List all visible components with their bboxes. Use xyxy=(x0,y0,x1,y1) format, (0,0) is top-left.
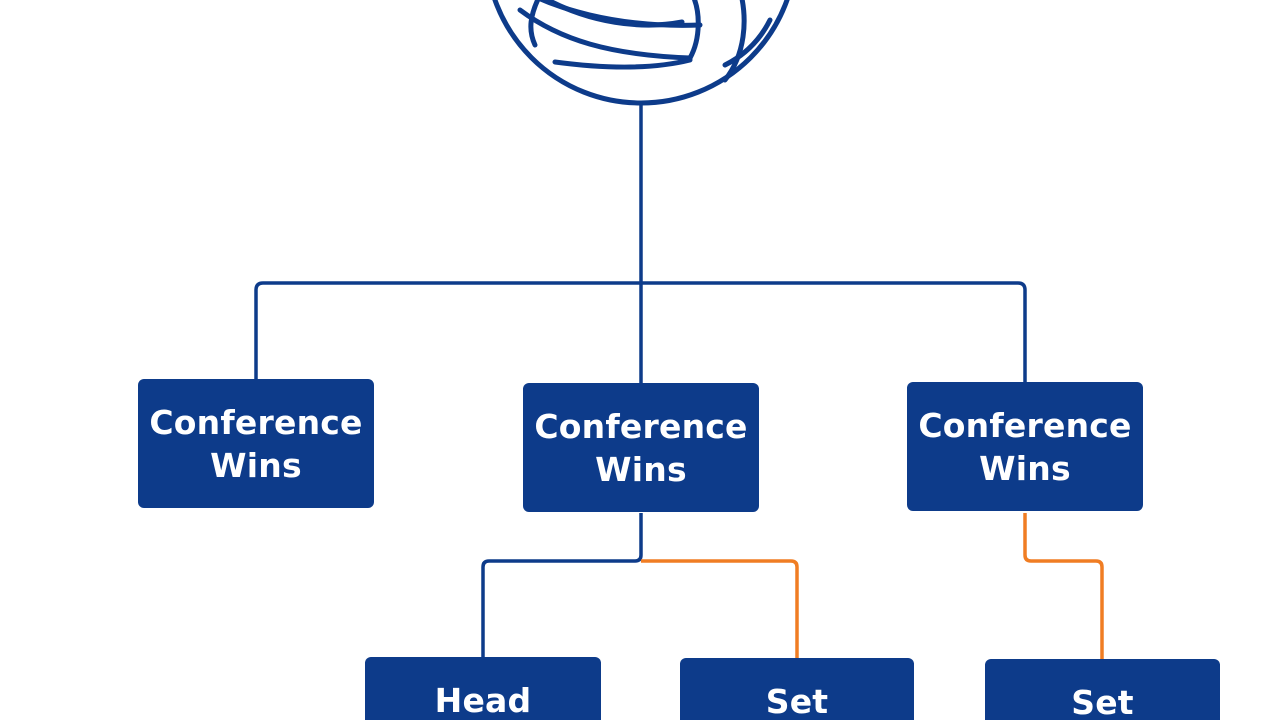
node-label: Set xyxy=(1071,683,1134,720)
connector-right-child xyxy=(1023,513,1104,660)
node-label-line2: Wins xyxy=(595,449,687,489)
node-head[interactable]: Head xyxy=(365,657,601,720)
connector-center-children xyxy=(481,513,799,658)
node-set-right[interactable]: Set xyxy=(985,659,1220,720)
node-label-line1: Conference xyxy=(918,405,1132,445)
node-label-line1: Conference xyxy=(534,406,748,446)
node-conference-wins-center[interactable]: Conference Wins xyxy=(523,383,759,512)
volleyball-icon xyxy=(492,0,790,106)
node-set-center[interactable]: Set xyxy=(680,658,914,720)
node-conference-wins-right[interactable]: Conference Wins xyxy=(907,382,1143,511)
node-label-line2: Wins xyxy=(210,445,302,485)
node-conference-wins-left[interactable]: Conference Wins xyxy=(138,379,374,508)
node-label: Head xyxy=(434,681,532,720)
node-label-line1: Conference xyxy=(149,402,363,442)
connector-root xyxy=(254,103,1027,383)
node-label: Set xyxy=(765,682,829,720)
node-label-line2: Wins xyxy=(979,448,1071,488)
